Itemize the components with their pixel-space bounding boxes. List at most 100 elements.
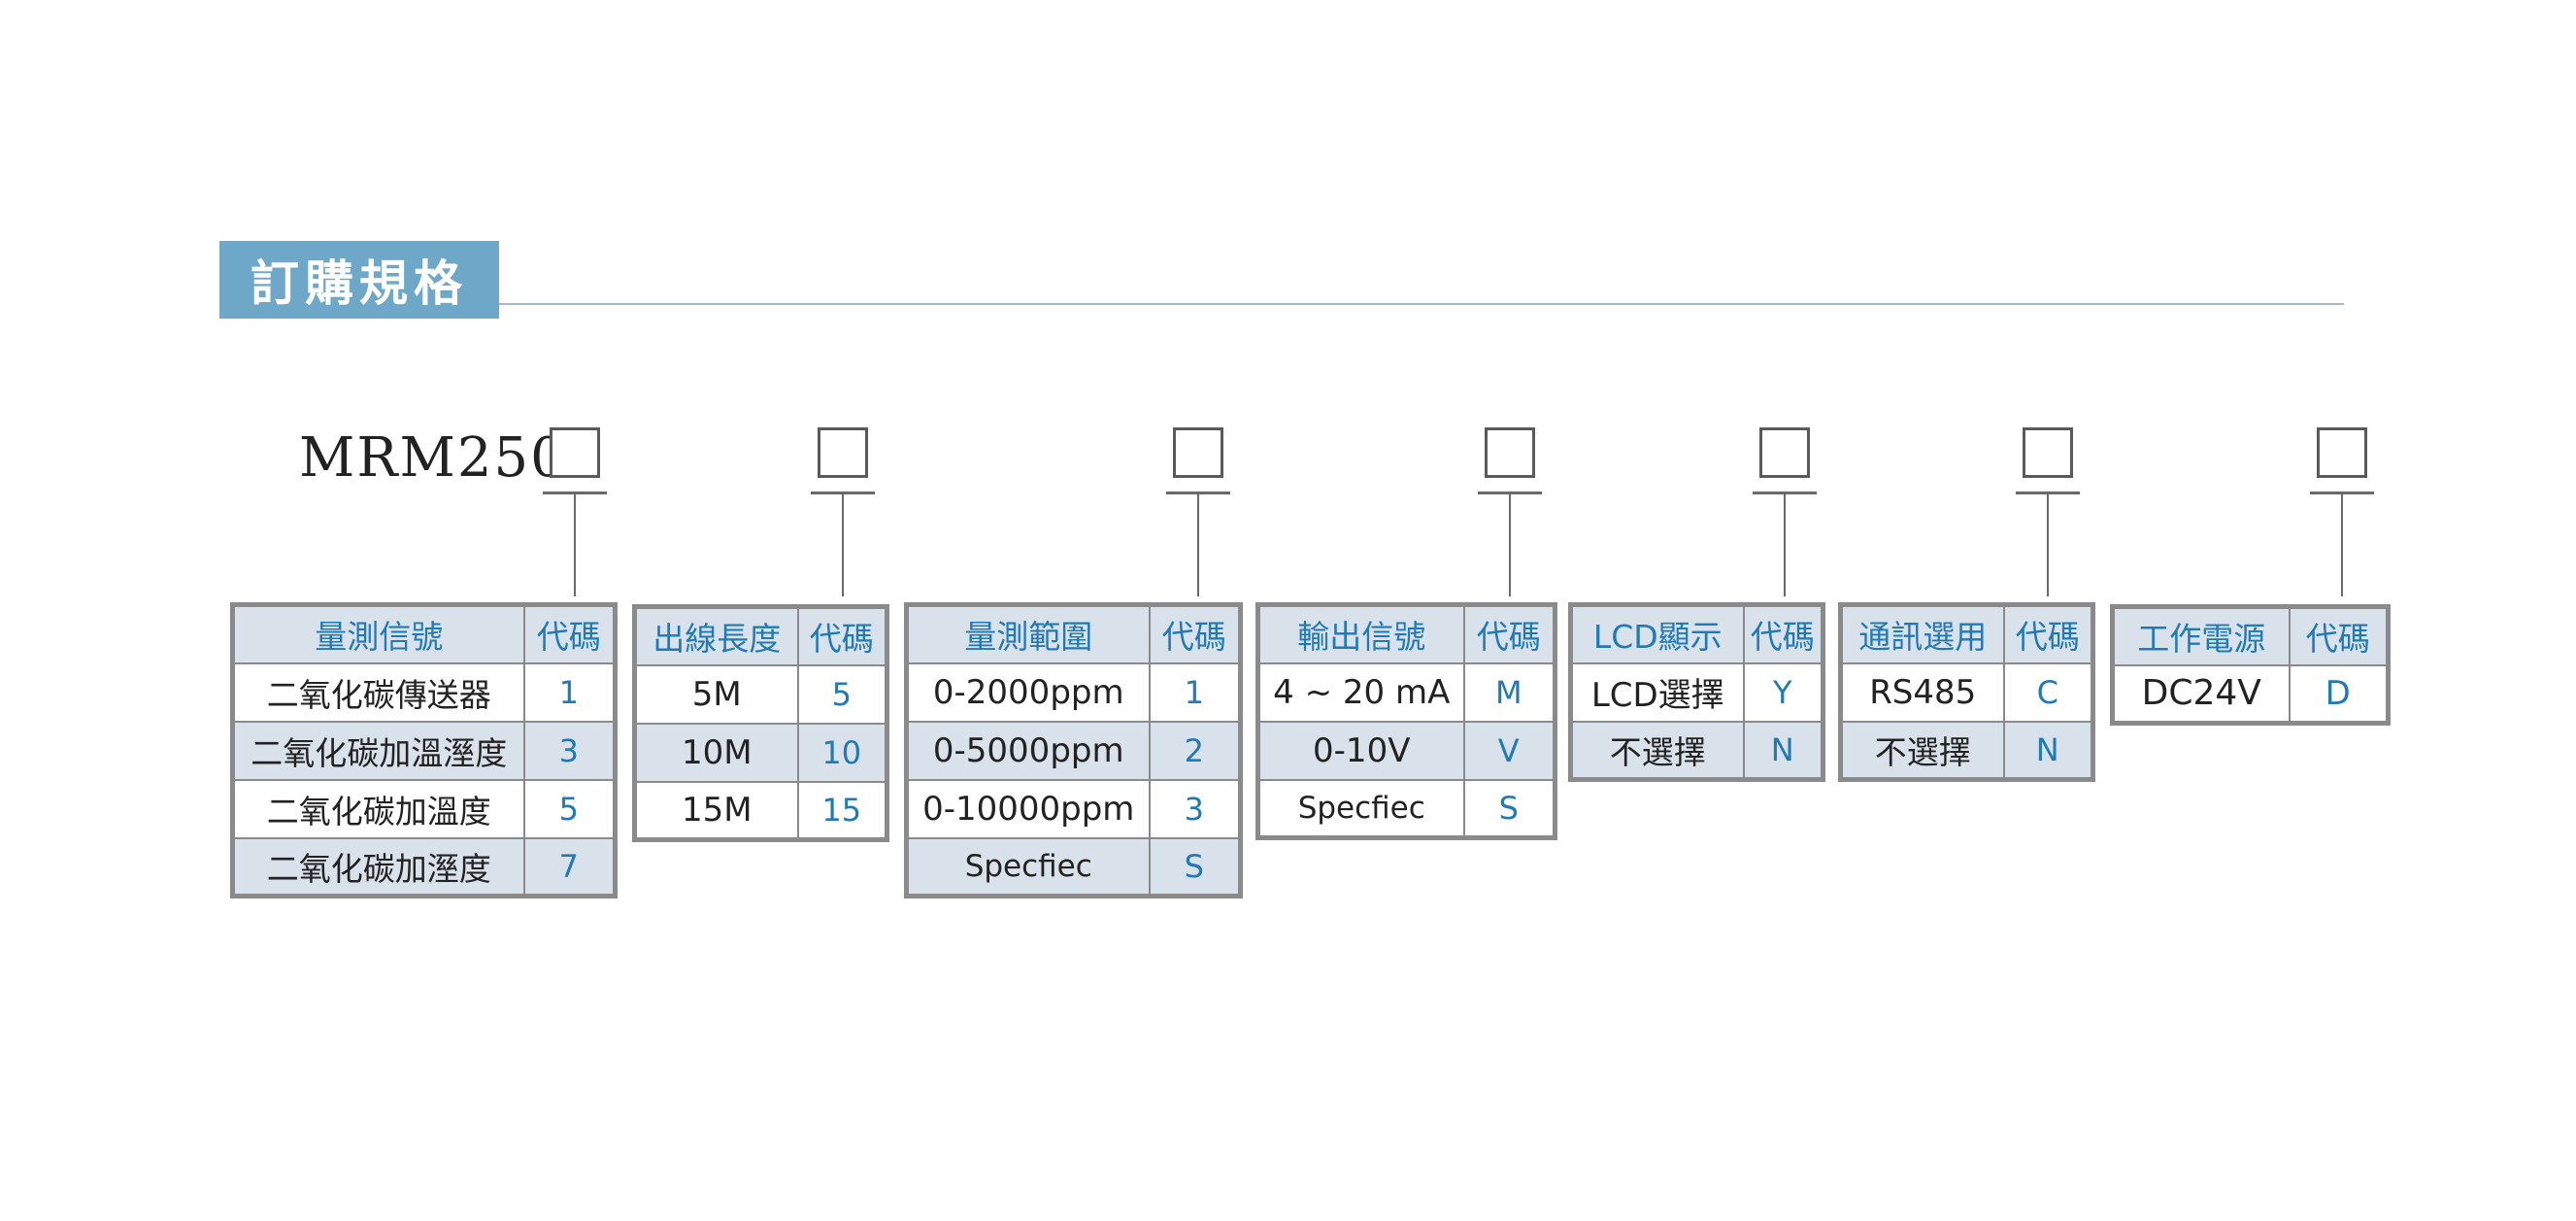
- option-name: Specfiec: [905, 836, 1151, 898]
- slot-stem-1: [574, 493, 576, 596]
- table-row: DC24V D: [2111, 663, 2390, 725]
- slot-box-6: [2023, 427, 2073, 478]
- slot-stem-7: [2341, 493, 2343, 596]
- option-code: C: [2002, 661, 2094, 723]
- option-code: N: [2002, 720, 2094, 781]
- table-header-row: 工作電源 代碼: [2111, 605, 2390, 666]
- option-name: 不選擇: [1839, 720, 2005, 781]
- table-header-row: LCD顯示 代碼: [1569, 603, 1824, 664]
- table-header-row: 輸出信號 代碼: [1256, 603, 1556, 664]
- spec-table-signal: 量測信號 代碼 二氧化碳傳送器 1 二氧化碳加溫溼度 3 二氧化碳加溫度 5 二…: [230, 602, 618, 899]
- slot-bar-1: [543, 492, 607, 494]
- slot-box-5: [1759, 427, 1810, 478]
- header-code: 代碼: [796, 605, 888, 666]
- header-name: 通訊選用: [1839, 603, 2005, 664]
- table-row: 4 ~ 20 mA M: [1256, 661, 1556, 723]
- table-row: 0-2000ppm 1: [905, 661, 1242, 723]
- slot-stem-2: [842, 493, 844, 596]
- option-name: 4 ~ 20 mA: [1256, 661, 1465, 723]
- option-code: 15: [796, 780, 888, 841]
- header-code: 代碼: [1462, 603, 1556, 664]
- option-name: LCD選擇: [1569, 661, 1745, 723]
- header-code: 代碼: [522, 603, 617, 664]
- header-name: 工作電源: [2111, 605, 2291, 666]
- spec-table-power: 工作電源 代碼 DC24V D: [2110, 604, 2391, 726]
- option-code: 10: [796, 722, 888, 783]
- table-header-row: 量測範圍 代碼: [905, 603, 1242, 664]
- option-code: 1: [522, 661, 617, 723]
- option-name: 二氧化碳傳送器: [231, 661, 525, 723]
- table-header-row: 通訊選用 代碼: [1839, 603, 2094, 664]
- spec-table-communication: 通訊選用 代碼 RS485 C 不選擇 N: [1838, 602, 2095, 782]
- table-row: Specfiec S: [1256, 778, 1556, 839]
- header-code: 代碼: [1148, 603, 1242, 664]
- option-code: 3: [1148, 778, 1242, 839]
- table-row: 二氧化碳加溼度 7: [231, 836, 617, 898]
- table-row: 15M 15: [633, 780, 888, 841]
- model-number: MRM250: [299, 426, 567, 490]
- table-row: 不選擇 N: [1839, 720, 2094, 781]
- option-name: RS485: [1839, 661, 2005, 723]
- slot-stem-6: [2047, 493, 2049, 596]
- table-row: 5M 5: [633, 663, 888, 725]
- table-header-row: 出線長度 代碼: [633, 605, 888, 666]
- option-code: V: [1462, 720, 1556, 781]
- spec-table-range: 量測範圍 代碼 0-2000ppm 1 0-5000ppm 2 0-10000p…: [904, 602, 1243, 899]
- header-name: 量測範圍: [905, 603, 1151, 664]
- header-code: 代碼: [2288, 605, 2390, 666]
- slot-bar-5: [1753, 492, 1817, 494]
- option-code: D: [2288, 663, 2390, 725]
- option-name: 15M: [633, 780, 799, 841]
- slot-bar-3: [1166, 492, 1230, 494]
- table-header-row: 量測信號 代碼: [231, 603, 617, 664]
- slot-box-1: [550, 427, 600, 478]
- option-name: 10M: [633, 722, 799, 783]
- table-row: 0-10V V: [1256, 720, 1556, 781]
- option-code: 7: [522, 836, 617, 898]
- slot-box-4: [1485, 427, 1535, 478]
- option-name: 5M: [633, 663, 799, 725]
- table-row: RS485 C: [1839, 661, 2094, 723]
- slot-bar-7: [2310, 492, 2374, 494]
- table-row: 0-10000ppm 3: [905, 778, 1242, 839]
- option-name: 0-10V: [1256, 720, 1465, 781]
- slot-stem-5: [1784, 493, 1786, 596]
- spec-table-lcd: LCD顯示 代碼 LCD選擇 Y 不選擇 N: [1568, 602, 1825, 782]
- option-code: S: [1148, 836, 1242, 898]
- spec-table-cable-length: 出線長度 代碼 5M 5 10M 10 15M 15: [632, 604, 889, 842]
- slot-stem-3: [1197, 493, 1199, 596]
- section-title: 訂購規格: [219, 241, 499, 319]
- option-name: 二氧化碳加溫度: [231, 778, 525, 839]
- slot-bar-6: [2016, 492, 2080, 494]
- spec-table-output: 輸出信號 代碼 4 ~ 20 mA M 0-10V V Specfiec S: [1255, 602, 1557, 840]
- slot-bar-4: [1478, 492, 1542, 494]
- header-name: LCD顯示: [1569, 603, 1745, 664]
- table-row: 二氧化碳加溫溼度 3: [231, 720, 617, 781]
- option-name: 二氧化碳加溼度: [231, 836, 525, 898]
- slot-bar-2: [811, 492, 875, 494]
- option-code: 1: [1148, 661, 1242, 723]
- title-divider: [499, 303, 2344, 305]
- option-name: 不選擇: [1569, 720, 1745, 781]
- option-code: 2: [1148, 720, 1242, 781]
- option-name: 二氧化碳加溫溼度: [231, 720, 525, 781]
- header-code: 代碼: [2002, 603, 2094, 664]
- table-row: LCD選擇 Y: [1569, 661, 1824, 723]
- option-code: 5: [522, 778, 617, 839]
- header-name: 輸出信號: [1256, 603, 1465, 664]
- option-code: 3: [522, 720, 617, 781]
- slot-box-3: [1173, 427, 1223, 478]
- table-row: Specfiec S: [905, 836, 1242, 898]
- option-code: S: [1462, 778, 1556, 839]
- option-code: M: [1462, 661, 1556, 723]
- table-row: 不選擇 N: [1569, 720, 1824, 781]
- table-row: 0-5000ppm 2: [905, 720, 1242, 781]
- slot-box-2: [818, 427, 868, 478]
- slot-stem-4: [1509, 493, 1511, 596]
- option-name: Specfiec: [1256, 778, 1465, 839]
- table-row: 二氧化碳傳送器 1: [231, 661, 617, 723]
- option-name: 0-10000ppm: [905, 778, 1151, 839]
- header-name: 出線長度: [633, 605, 799, 666]
- option-code: N: [1742, 720, 1824, 781]
- header-name: 量測信號: [231, 603, 525, 664]
